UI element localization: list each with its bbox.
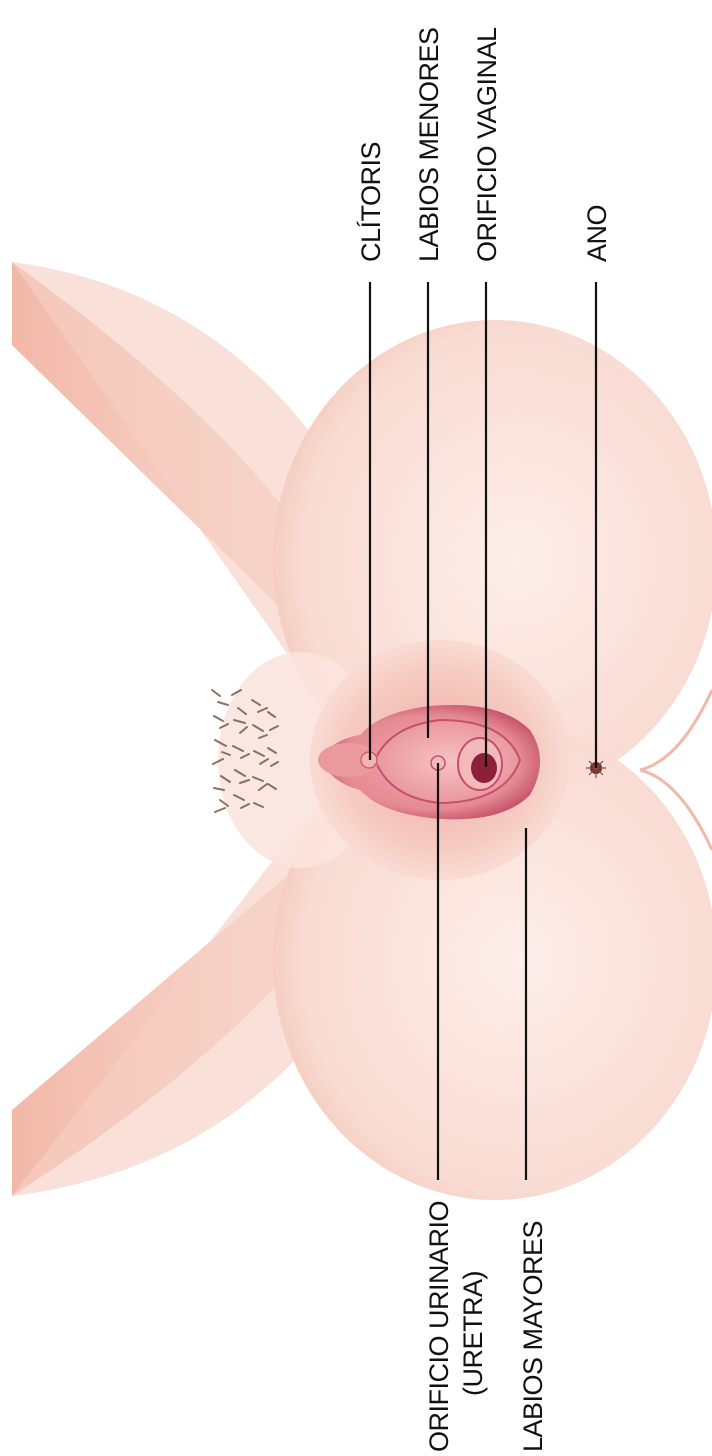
label-labios-menores: LABIOS MENORES (414, 27, 444, 262)
label-labios-mayores: LABIOS MAYORES (518, 1221, 548, 1452)
vaginal-opening (471, 753, 497, 783)
label-clitoris: CLÍTORIS (356, 142, 386, 262)
label-orificio-vaginal: ORIFICIO VAGINAL (472, 27, 502, 262)
label-orificio-urinario: ORIFICIO URINARIO (424, 1201, 454, 1452)
label-uretra: (URETRA) (458, 1271, 488, 1396)
label-ano: ANO (582, 205, 612, 262)
